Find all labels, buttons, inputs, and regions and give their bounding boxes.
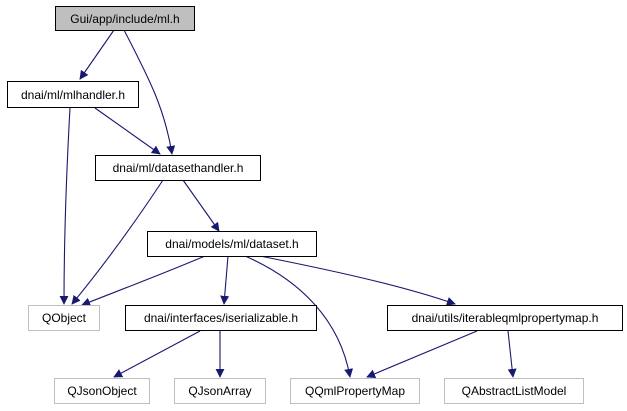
node-ml-h: Gui/app/include/ml.h xyxy=(55,6,195,31)
edge-dataset-to-iserializable xyxy=(220,255,230,305)
edge-datasethandler-to-dataset xyxy=(182,179,220,232)
node-datasethandler-h[interactable]: dnai/ml/datasethandler.h xyxy=(95,155,261,181)
node-qjsonarray: QJsonArray xyxy=(174,378,266,404)
edge-datasethandler-to-qobject xyxy=(71,179,164,305)
node-dataset-h[interactable]: dnai/models/ml/dataset.h xyxy=(147,231,317,257)
edge-ml-to-mlhandler xyxy=(79,29,115,80)
edge-iterablemap-to-qabstractlistmodel xyxy=(507,330,517,378)
edge-iterablemap-to-qqmlpropertymap xyxy=(366,330,478,379)
node-qobject: QObject xyxy=(28,305,100,331)
edge-mlhandler-to-datasethandler xyxy=(94,107,161,155)
edge-mlhandler-to-qobject xyxy=(59,107,71,305)
edge-dataset-to-iterablemap xyxy=(259,255,456,306)
edge-dataset-to-qobject xyxy=(81,255,206,307)
node-qjsonobject: QJsonObject xyxy=(54,378,150,404)
node-iterableqmlpropertymap-h[interactable]: dnai/utils/iterableqmlpropertymap.h xyxy=(387,305,623,331)
edge-dataset-to-qqmlpropertymap xyxy=(244,255,354,378)
node-mlhandler-h[interactable]: dnai/ml/mlhandler.h xyxy=(7,81,139,108)
node-qabstractlistmodel: QAbstractListModel xyxy=(444,378,584,404)
node-qqmlpropertymap: QQmlPropertyMap xyxy=(290,378,420,404)
node-iserializable-h[interactable]: dnai/interfaces/iserializable.h xyxy=(125,305,317,331)
edge-iserializable-to-qjsonobject xyxy=(113,330,201,378)
edge-ml-to-datasethandler xyxy=(123,29,176,155)
